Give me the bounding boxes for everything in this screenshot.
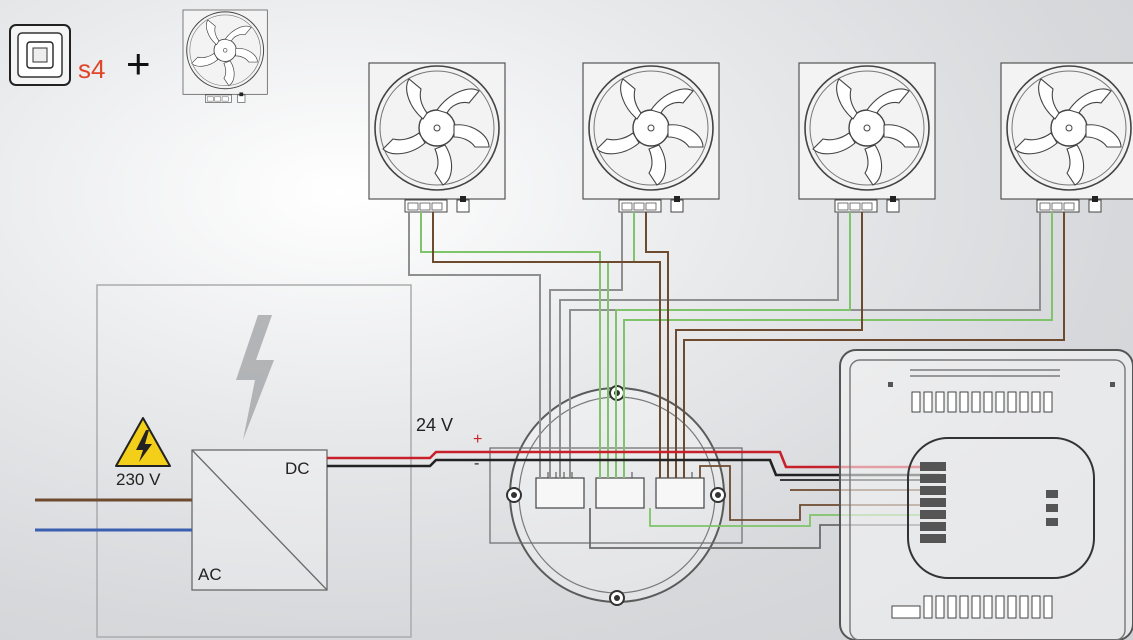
fan-1 (368, 62, 506, 213)
positive-terminal-label: + (473, 431, 483, 448)
mains-wires (35, 498, 192, 532)
dc-wires (327, 450, 940, 477)
power-supply (96, 284, 412, 638)
fan-2 (582, 62, 720, 213)
plus-sign: + (126, 40, 151, 87)
dc-output-label: DC (285, 459, 310, 478)
fan-3 (798, 62, 936, 213)
fan-icon (182, 9, 268, 103)
ac-voltage-label: 230 V (116, 470, 161, 489)
lightning-icon (236, 315, 274, 440)
model-label: s4 (78, 54, 106, 84)
fan-4 (1000, 62, 1133, 213)
dc-voltage-label: 24 V (416, 415, 454, 435)
negative-terminal-label: - (474, 455, 480, 472)
high-voltage-warning-icon (115, 417, 171, 467)
ac-input-label: AC (198, 565, 222, 584)
fan-wiring (408, 212, 1065, 478)
controller-icon (9, 24, 71, 86)
controller-unit (839, 349, 1133, 640)
